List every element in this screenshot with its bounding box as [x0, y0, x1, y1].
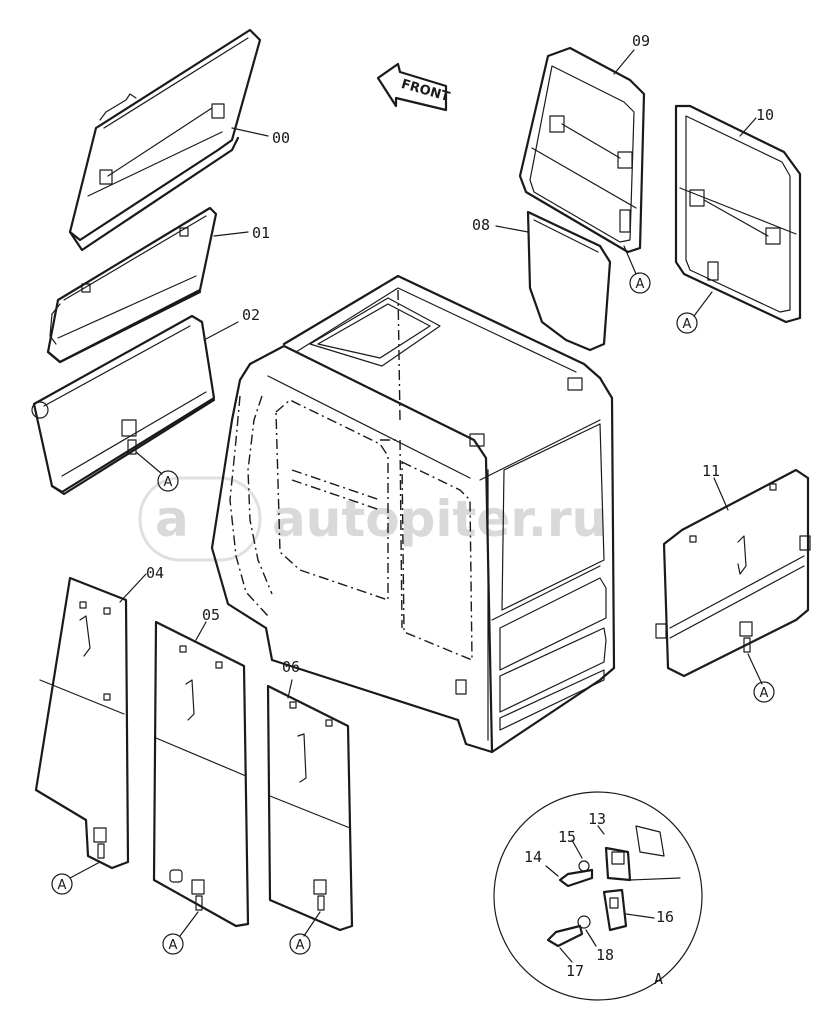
latch-ref-circle-04 [51, 873, 73, 895]
latch-ref-circle-05 [162, 933, 184, 955]
callout-09: 09 [632, 32, 650, 50]
latch-ref-02: A [164, 475, 173, 490]
latch-ref-05: A [169, 938, 178, 953]
part-05-side-panel [152, 620, 250, 928]
latch-ref-04: A [58, 878, 67, 893]
latch-ref-circle-10 [676, 312, 698, 334]
latch-ref-circle-02 [157, 470, 179, 492]
latch-ref-09: A [636, 277, 645, 292]
front-direction-arrow: FRONT [376, 62, 451, 112]
callout-04: 04 [146, 564, 164, 582]
part-06-side-panel [266, 684, 354, 932]
detail-a-label: A [654, 970, 663, 988]
callout-06: 06 [282, 658, 300, 676]
detail-a-latch-assembly [493, 791, 703, 1001]
part-10-door-window-panel [674, 104, 802, 324]
callout-00: 00 [272, 129, 290, 147]
part-11-right-side-panel [655, 468, 811, 678]
callout-14: 14 [524, 848, 542, 866]
part-02-window-panel [31, 314, 216, 496]
part-08-door-lower-glass [526, 210, 612, 352]
callout-16: 16 [656, 908, 674, 926]
cab-frame [210, 274, 616, 754]
part-04-side-panel [34, 576, 130, 870]
callout-02: 02 [242, 306, 260, 324]
callout-18: 18 [596, 946, 614, 964]
watermark-text: autopiter.ru [272, 490, 607, 548]
callout-08: 08 [472, 216, 490, 234]
latch-ref-10: A [683, 317, 692, 332]
callout-05: 05 [202, 606, 220, 624]
callout-11: 11 [702, 462, 720, 480]
latch-ref-06: A [296, 938, 305, 953]
watermark-logo-text: a [155, 490, 189, 548]
latch-ref-circle-06 [289, 933, 311, 955]
callout-17: 17 [566, 962, 584, 980]
part-00-window-panel [68, 28, 262, 252]
callout-13: 13 [588, 810, 606, 828]
watermark: a autopiter.ru [138, 476, 607, 562]
callout-10: 10 [756, 106, 774, 124]
latch-ref-11: A [760, 686, 769, 701]
callout-01: 01 [252, 224, 270, 242]
latch-ref-circle-11 [753, 681, 775, 703]
latch-ref-circle-09 [629, 272, 651, 294]
detail-a-circle [493, 791, 703, 1001]
part-09-door-window-panel [518, 46, 646, 254]
callout-15: 15 [558, 828, 576, 846]
part-01-window-panel [46, 206, 218, 364]
